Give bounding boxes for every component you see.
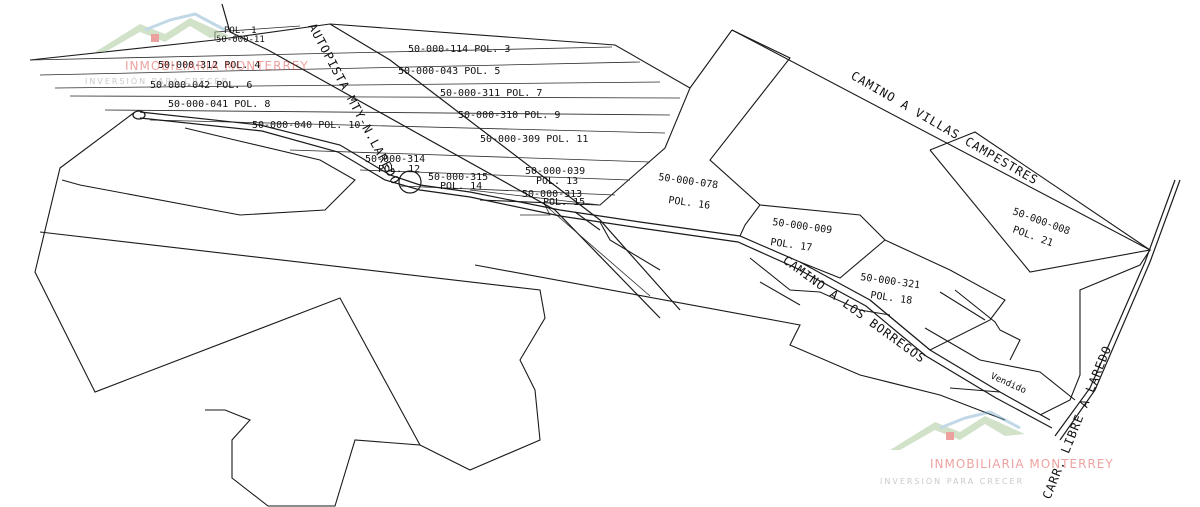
- parcel-label: 50-000-114 POL. 3: [408, 44, 510, 55]
- parcel-label: 50-000-040 POL. 10: [252, 120, 360, 131]
- small-parcels: [924, 289, 1021, 361]
- parcel-label: 50-000-11: [216, 35, 265, 45]
- parcel-label: POL. 14: [440, 181, 482, 192]
- sold-label: Vendido: [989, 372, 1028, 397]
- watermark-tagline: INVERSIÓN PARA CRECER: [880, 475, 1024, 486]
- parcel-label: POL. 1: [224, 26, 257, 36]
- parcel-label: 50-000-314: [365, 154, 425, 165]
- parcel-label: 50-000-042 POL. 6: [150, 80, 252, 91]
- parcel-label: 50-000-310 POL. 9: [458, 110, 560, 121]
- sold-parcel: [949, 359, 1076, 401]
- watermark-logo: INMOBILIARIA MONTERREY INVERSIÓN PARA CR…: [85, 12, 309, 86]
- watermark-brand: INMOBILIARIA MONTERREY: [125, 59, 309, 73]
- borregos-road-label: CAMINO A LOS BORREGOS: [780, 253, 928, 366]
- carretera-label: CARR. LIBRE A LAREDO: [1040, 343, 1115, 501]
- south-boundary: [39, 231, 546, 471]
- carretera-road: [1054, 179, 1181, 441]
- strip-parcels-frame: [29, 23, 691, 206]
- watermark-logo: INMOBILIARIA MONTERREY INVERSIÓN PARA CR…: [880, 410, 1114, 486]
- pol16-parcel: [689, 29, 791, 237]
- parcel-label: 50-000-313: [522, 189, 582, 200]
- watermark-tagline: INVERSIÓN PARA CRECER: [85, 75, 229, 86]
- parcel-label: 50-000-315: [428, 172, 488, 183]
- west-parcel-inner: [61, 127, 356, 216]
- parcel-label: 50-000-078: [658, 172, 719, 191]
- parcel-label: POL. 16: [668, 195, 711, 212]
- parcel-label: POL. 15: [543, 197, 585, 208]
- parcel-label: POL. 13: [536, 176, 578, 187]
- borregos-frontage: [749, 257, 891, 316]
- watermark-brand: INMOBILIARIA MONTERREY: [930, 457, 1114, 471]
- central-south-boundary: [474, 264, 1006, 421]
- autopista-road: [221, 3, 681, 319]
- parcel-label: POL. 12: [378, 164, 420, 175]
- west-parcel-boundary: [34, 111, 421, 507]
- parcel-label: 50-000-321: [860, 272, 921, 291]
- villas-road-label: CAMINO A VILLAS CAMPESTRES: [849, 68, 1041, 187]
- parcel-label: 50-000-039: [525, 166, 585, 177]
- pol21-parcel: [929, 131, 1152, 273]
- parcel-label: 50-000-309 POL. 11: [480, 134, 588, 145]
- parcel-label: 50-000-312 POL. 4: [158, 60, 260, 71]
- parcel-label: 50-000-041 POL. 8: [168, 99, 270, 110]
- pol18-parcel: [869, 239, 1006, 351]
- parcel-label: 50-000-009: [772, 217, 833, 236]
- center-parcel: [574, 211, 661, 271]
- borregos-road: [132, 110, 1053, 429]
- parcel-label: 50-000-043 POL. 5: [398, 66, 500, 77]
- parcel-label: 50-000-311 POL. 7: [440, 88, 542, 99]
